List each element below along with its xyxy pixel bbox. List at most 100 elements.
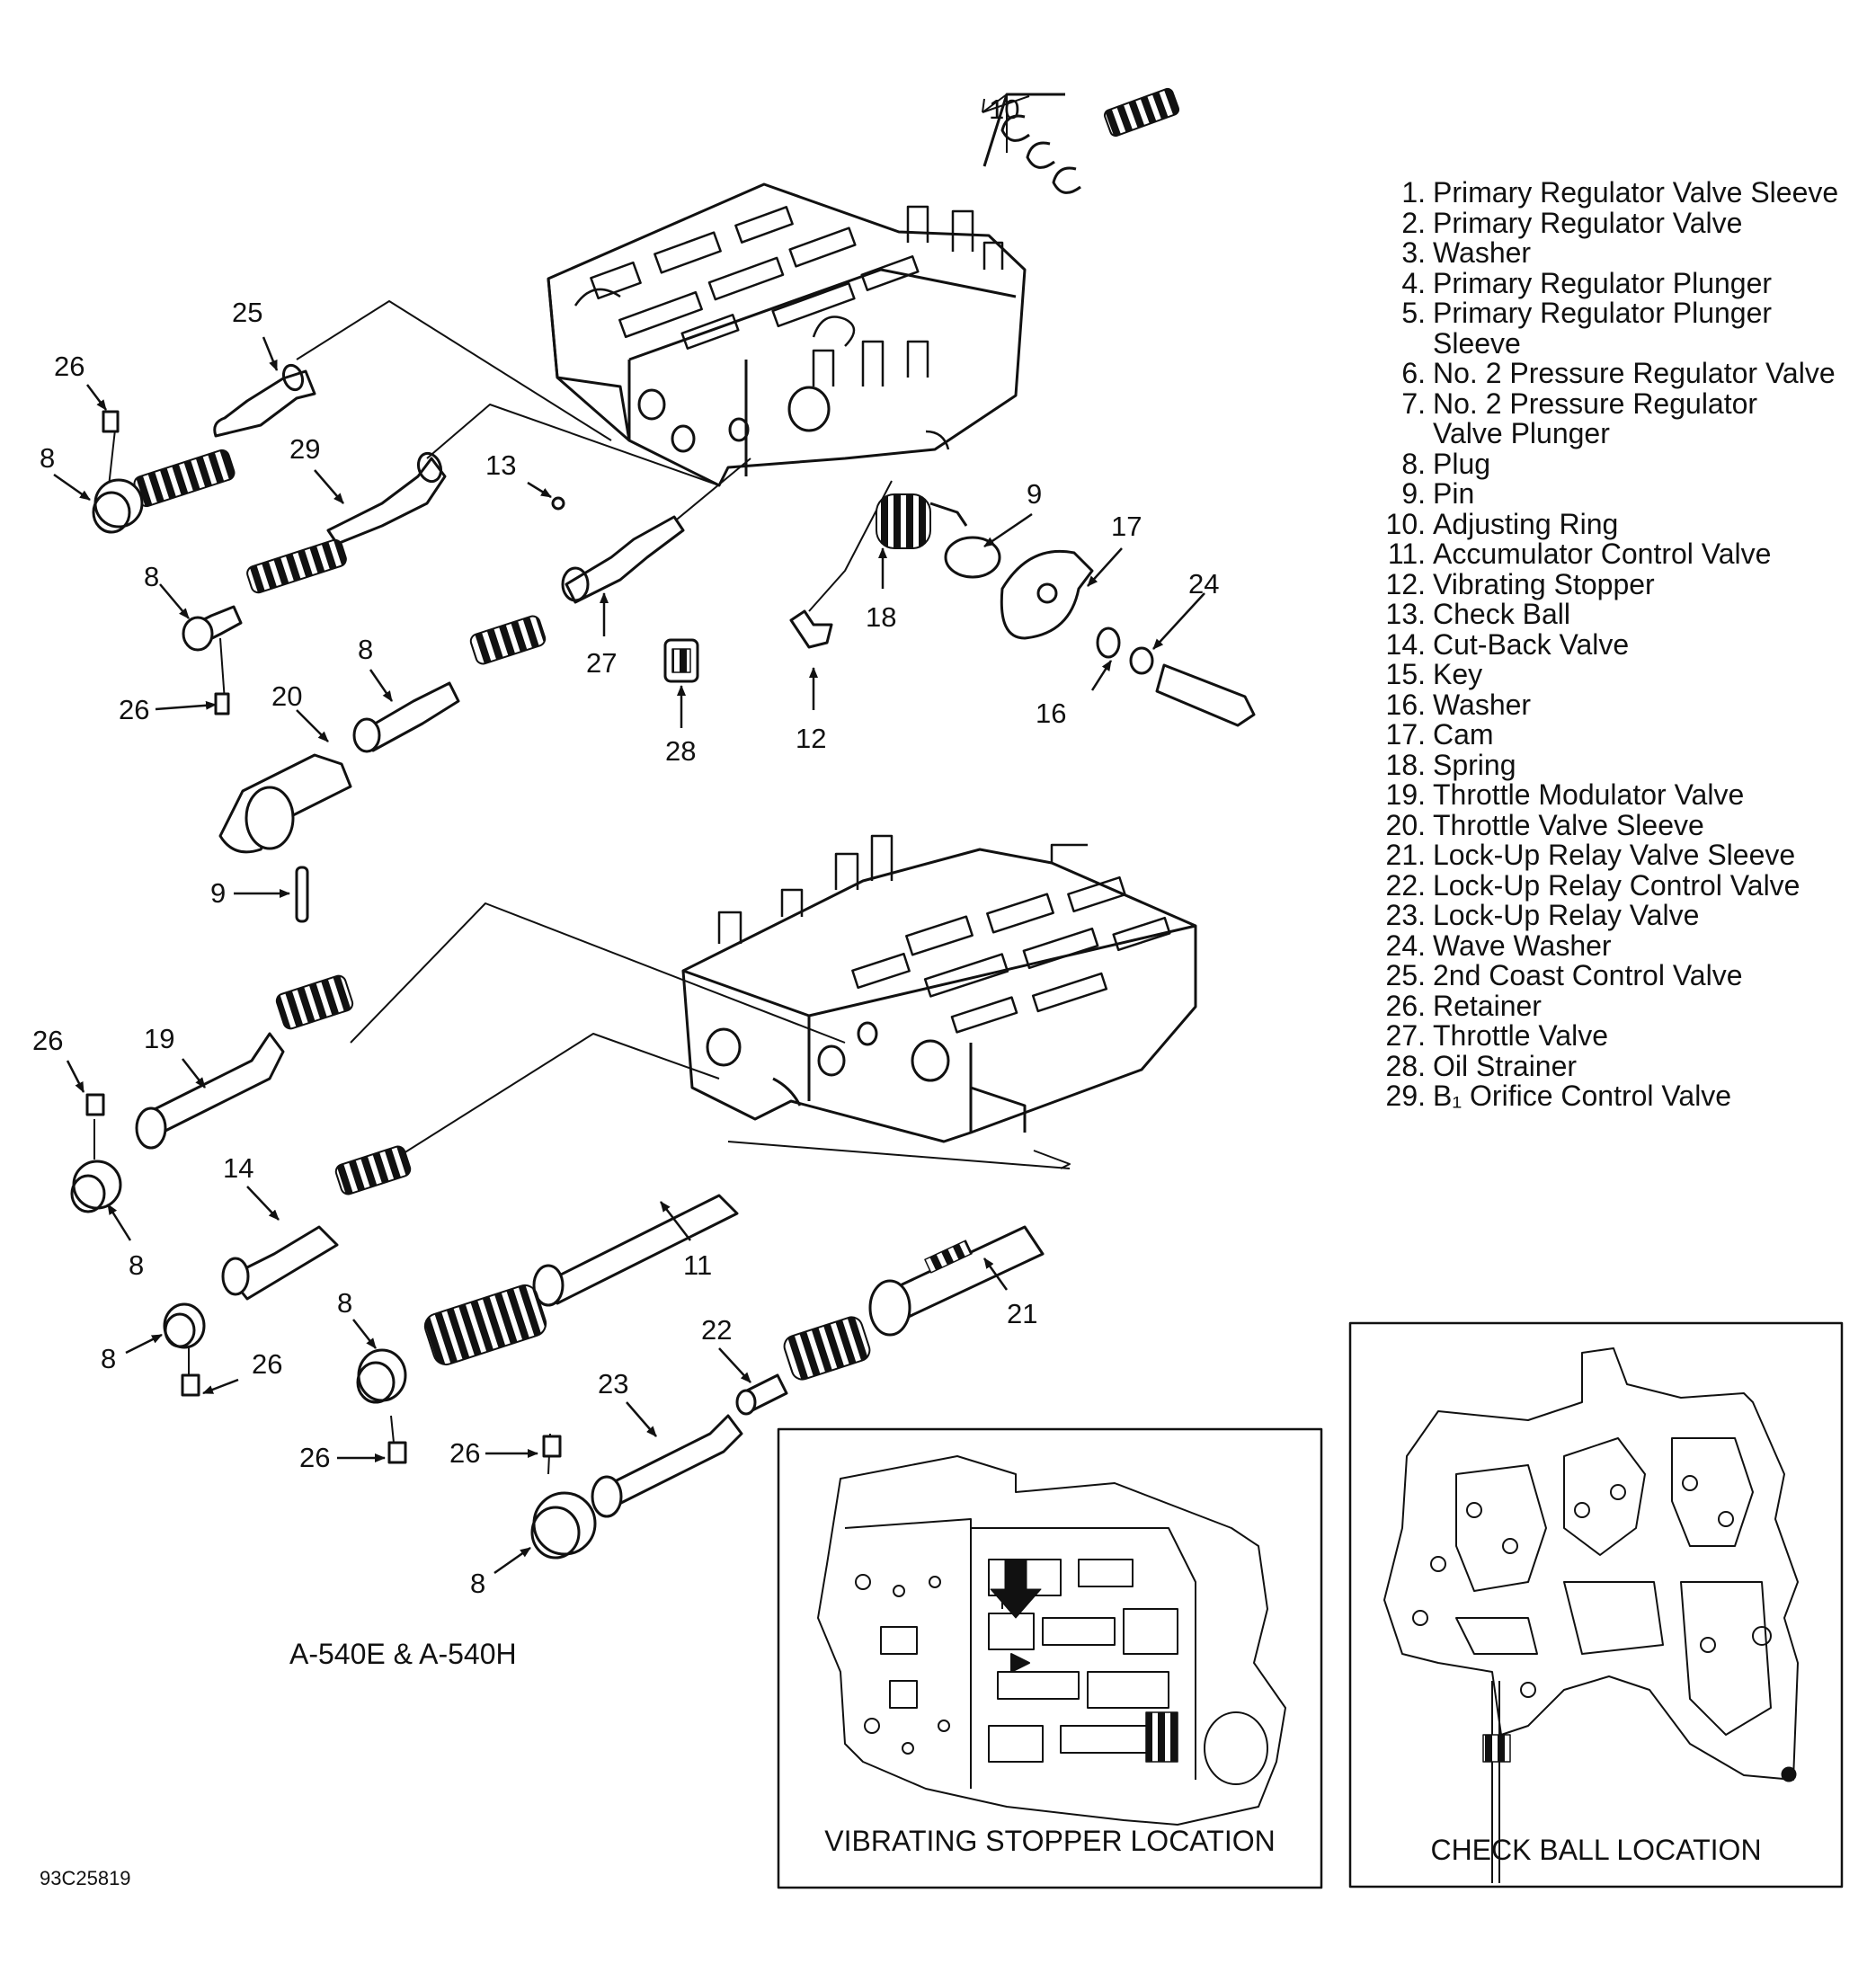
callout-14: 14 bbox=[223, 1152, 253, 1184]
legend-item-number: 7. bbox=[1401, 387, 1426, 420]
spring-large-lower bbox=[423, 1284, 547, 1366]
legend-item-number: 21. bbox=[1385, 839, 1426, 871]
legend-item: 29.B₁ Orifice Control Valve bbox=[1375, 1080, 1838, 1112]
retainer-26-top bbox=[102, 410, 120, 433]
legend-item: 10.Adjusting Ring bbox=[1375, 509, 1838, 540]
legend-item-text: No. 2 Pressure Regulator bbox=[1433, 387, 1758, 420]
legend-item-number: 23. bbox=[1385, 899, 1426, 931]
legend-item: 22.Lock-Up Relay Control Valve bbox=[1375, 870, 1838, 902]
legend-item-text: Primary Regulator Valve bbox=[1433, 206, 1743, 239]
throttle-modulator-valve-19 bbox=[135, 1032, 285, 1150]
lock-up-relay-control-valve-22 bbox=[735, 1373, 788, 1416]
legend-item-number: 11. bbox=[1387, 538, 1426, 570]
legend-item: 25.2nd Coast Control Valve bbox=[1375, 959, 1838, 991]
throttle-valve-27 bbox=[561, 515, 685, 604]
legend-item: 18.Spring bbox=[1375, 748, 1838, 781]
plug-8-second bbox=[182, 605, 243, 652]
legend-item-continuation: Valve Plunger bbox=[1433, 417, 1610, 449]
legend-item-text: Throttle Modulator Valve bbox=[1433, 778, 1745, 811]
cut-back-valve-14 bbox=[221, 1225, 339, 1301]
plug-8-lower-center bbox=[356, 1348, 407, 1404]
legend-item-text: Washer bbox=[1433, 236, 1532, 269]
legend-item-number: 25. bbox=[1385, 959, 1426, 991]
legend-item: 15.Key bbox=[1375, 658, 1838, 690]
legend-item: 1.Primary Regulator Valve Sleeve bbox=[1375, 176, 1839, 209]
upper-valve-body bbox=[547, 182, 1027, 487]
legend-item-text: No. 2 Pressure Regulator Valve bbox=[1433, 357, 1836, 389]
spring-19 bbox=[275, 974, 354, 1030]
legend-item: 20.Throttle Valve Sleeve bbox=[1375, 810, 1838, 841]
legend-item-text: Wave Washer bbox=[1433, 929, 1612, 962]
callout-20: 20 bbox=[271, 680, 302, 712]
callout-8: 8 bbox=[337, 1287, 352, 1319]
legend-item-number: 18. bbox=[1385, 748, 1426, 781]
check-ball-13 bbox=[551, 496, 565, 511]
callout-8: 8 bbox=[470, 1568, 485, 1599]
callout-arrows bbox=[53, 336, 1205, 1575]
legend-item: 21.Lock-Up Relay Valve Sleeve bbox=[1375, 840, 1838, 871]
lock-up-relay-valve-23 bbox=[591, 1414, 743, 1518]
legend-item: 24.Wave Washer bbox=[1375, 929, 1838, 962]
legend-item-text: Primary Regulator Valve Sleeve bbox=[1433, 176, 1839, 209]
legend-item-number: 4. bbox=[1401, 266, 1426, 299]
accumulator-control-valve-11 bbox=[532, 1194, 739, 1307]
callout-13: 13 bbox=[485, 449, 516, 481]
legend-item-number: 28. bbox=[1385, 1049, 1426, 1082]
retainer-26-lower-right bbox=[542, 1435, 562, 1458]
callout-9: 9 bbox=[1027, 478, 1042, 510]
legend-item-text: Lock-Up Relay Valve bbox=[1433, 899, 1700, 931]
callout-12: 12 bbox=[796, 723, 826, 754]
legend-item-text: Lock-Up Relay Valve Sleeve bbox=[1433, 839, 1796, 871]
callout-8: 8 bbox=[101, 1343, 116, 1374]
vibrating-stopper-body-sketch bbox=[817, 1455, 1286, 1826]
spring-14 bbox=[334, 1145, 412, 1195]
plug-8-lower-left bbox=[70, 1160, 122, 1213]
legend-item-text: Spring bbox=[1433, 748, 1516, 781]
legend-item-text: Check Ball bbox=[1433, 598, 1570, 630]
check-ball-caption: CHECK BALL LOCATION bbox=[1430, 1834, 1762, 1866]
legend-item-text: B₁ Orifice Control Valve bbox=[1433, 1080, 1732, 1112]
legend-item: 12.Vibrating Stopper bbox=[1375, 567, 1838, 600]
legend-item: 17.Cam bbox=[1375, 719, 1838, 751]
legend-item-text: Washer bbox=[1433, 688, 1532, 721]
callout-23: 23 bbox=[598, 1368, 628, 1400]
legend-item-number: 1. bbox=[1401, 176, 1426, 209]
legend-item: 14.Cut-Back Valve bbox=[1375, 629, 1838, 661]
legend-item: 13.Check Ball bbox=[1375, 598, 1838, 630]
lock-up-relay-valve-sleeve-21 bbox=[868, 1225, 1045, 1337]
legend-item-text: 2nd Coast Control Valve bbox=[1433, 959, 1743, 991]
legend-item: 16.Washer bbox=[1375, 688, 1838, 721]
plug-8-lower-mid bbox=[163, 1302, 206, 1349]
callout-26: 26 bbox=[299, 1442, 330, 1473]
legend-item-text: Accumulator Control Valve bbox=[1433, 538, 1772, 570]
pin-9 bbox=[295, 866, 309, 923]
callout-21: 21 bbox=[1007, 1298, 1037, 1329]
cam-17 bbox=[1000, 549, 1094, 640]
legend-item: 2.Primary Regulator Valve bbox=[1375, 206, 1838, 239]
spring-18 bbox=[876, 493, 968, 549]
callout-26: 26 bbox=[449, 1437, 480, 1469]
callout-26: 26 bbox=[252, 1348, 282, 1380]
callout-24: 24 bbox=[1188, 568, 1219, 600]
spring-22 bbox=[783, 1316, 871, 1381]
plug-8-lower-right bbox=[530, 1491, 597, 1560]
legend-item: 8.Plug bbox=[1375, 449, 1838, 480]
legend-item-number: 5. bbox=[1401, 297, 1426, 329]
plug-8-third bbox=[352, 681, 460, 753]
adjusting-ring-10 bbox=[982, 87, 1180, 194]
legend-item: 19.Throttle Modulator Valve bbox=[1375, 778, 1838, 811]
retainer-26-lower-center bbox=[387, 1441, 407, 1464]
throttle-valve-sleeve-20 bbox=[218, 753, 352, 854]
plug-8-top bbox=[92, 478, 144, 534]
legend-item: 11.Accumulator Control Valve bbox=[1375, 538, 1838, 570]
legend-item-number: 24. bbox=[1385, 929, 1426, 962]
legend-item-text: Throttle Valve bbox=[1433, 1019, 1609, 1052]
legend-item-text: Key bbox=[1433, 658, 1483, 690]
legend-item-number: 13. bbox=[1385, 598, 1426, 630]
legend-item: 7.No. 2 Pressure Regulator bbox=[1375, 387, 1838, 420]
legend-item-number: 26. bbox=[1385, 989, 1426, 1022]
washer-bushing-9 bbox=[944, 536, 1001, 579]
legend-item-number: 12. bbox=[1385, 567, 1426, 600]
legend-item-continuation: Sleeve bbox=[1433, 326, 1521, 360]
